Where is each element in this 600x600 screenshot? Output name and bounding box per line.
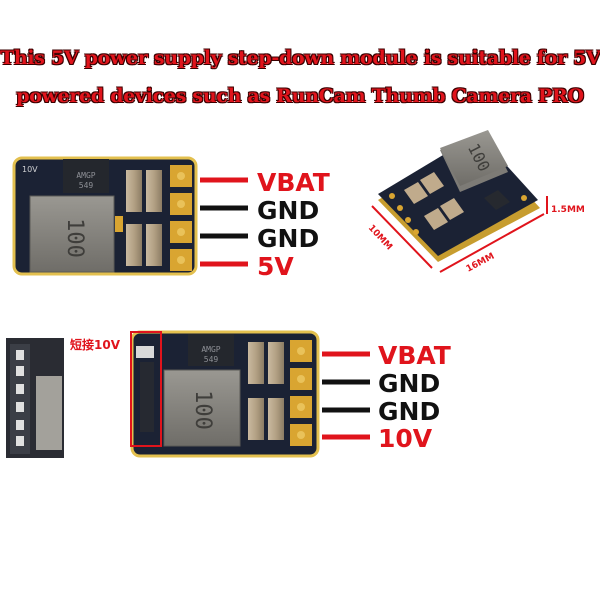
inductor (440, 130, 508, 186)
pin-label-10v: 10V (378, 424, 433, 453)
callout-label: 短接10V (70, 337, 121, 352)
inductor (29, 195, 115, 273)
capacitor (126, 224, 142, 266)
solder-pads (290, 340, 312, 446)
dim-thickness: 1.5MM (551, 205, 585, 215)
corner-marking: 10V (22, 165, 38, 174)
chip-marking-2: 549 (204, 355, 219, 364)
headline-line-1: This 5V power supply step-down module is… (0, 47, 600, 69)
dimension-line-width (371, 205, 433, 269)
chip-marking-2: 549 (79, 181, 94, 190)
headline-line-2: powered devices such as RunCam Thumb Cam… (16, 85, 584, 107)
short-pad (136, 346, 154, 358)
board-bottom: 短接10V AMGP 549 100 VBAT GND GND 10V (70, 330, 451, 458)
board-bottom-side-view (6, 338, 64, 458)
chip (63, 159, 109, 193)
capacitor (268, 342, 284, 384)
pin-label-vbat: VBAT (257, 168, 330, 197)
capacitor (146, 170, 162, 212)
inductor-marking: 100 (190, 390, 215, 430)
smd-pad (115, 216, 123, 232)
pin-label-5v: 5V (257, 252, 294, 281)
pin-label-gnd: GND (378, 369, 440, 398)
capacitor (146, 224, 162, 266)
inductor (163, 369, 241, 447)
pin-label-gnd: GND (378, 397, 440, 426)
pin-label-gnd: GND (257, 196, 319, 225)
dimension-line-length (439, 213, 545, 273)
pin-label-gnd: GND (257, 224, 319, 253)
chip (188, 334, 234, 366)
inductor-marking: 100 (62, 218, 87, 258)
chip-marking-1: AMGP (201, 345, 220, 354)
chip-marking-1: AMGP (76, 171, 95, 180)
board-isometric: 100 10MM 16MM 1.5MM (366, 130, 585, 275)
capacitor (268, 398, 284, 440)
inductor-side (36, 376, 62, 450)
capacitor (126, 170, 142, 212)
board-top-left: AMGP 549 100 10V VBAT GND GND 5V (12, 156, 330, 281)
callout-box (130, 331, 162, 447)
capacitor (248, 342, 264, 384)
solder-pads (170, 165, 192, 271)
dim-width: 10MM (366, 223, 394, 252)
pin-label-vbat: VBAT (378, 341, 451, 370)
capacitor (248, 398, 264, 440)
